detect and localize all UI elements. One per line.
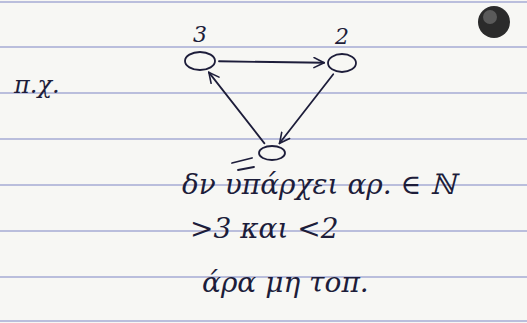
handwritten-note: άρα μη τοπ. xyxy=(202,268,369,299)
state-circle xyxy=(258,145,286,161)
ellipse-outline xyxy=(184,51,216,71)
ellipse xyxy=(328,54,356,72)
punch-hole xyxy=(478,6,510,38)
directed-arrow xyxy=(280,74,334,143)
ellipse-outline xyxy=(258,145,286,161)
ellipse xyxy=(185,52,215,70)
node-number: 3 xyxy=(193,24,207,46)
pen-stroke xyxy=(232,158,254,170)
state-circle: 2 xyxy=(327,53,357,73)
directed-arrow xyxy=(209,72,265,143)
state-circle: 3 xyxy=(184,51,216,71)
node-number: 2 xyxy=(335,26,349,48)
handwritten-note: >3 και <2 xyxy=(190,214,339,245)
punch-hole-shine xyxy=(483,10,497,24)
ellipse-outline xyxy=(327,53,357,73)
directed-arrow xyxy=(219,61,324,62)
handwritten-note: π.χ. xyxy=(14,72,60,98)
ellipse xyxy=(259,146,285,160)
handwritten-note: δν υπάρχει αρ. ∈ ℕ xyxy=(182,170,456,201)
